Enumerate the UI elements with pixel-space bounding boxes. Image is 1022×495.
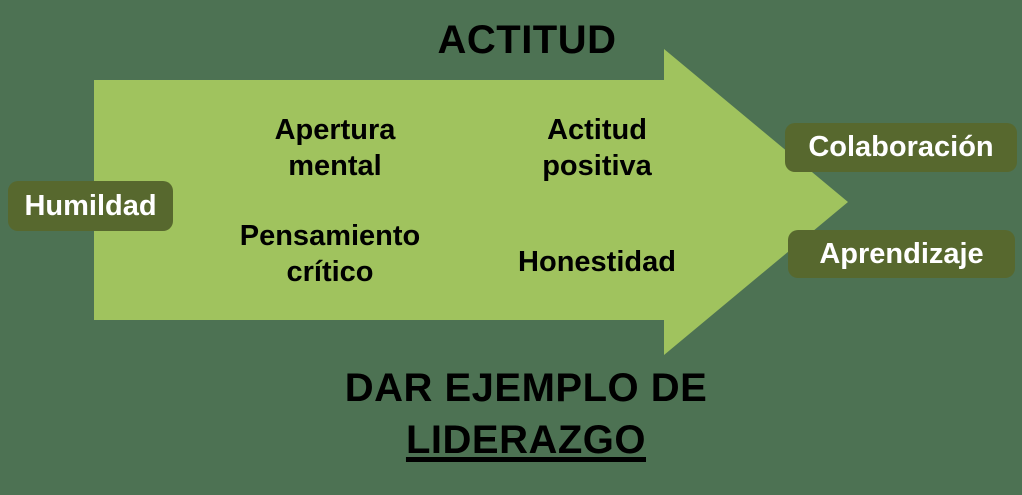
arrow-label-honestidad: Honestidad xyxy=(518,246,676,278)
footer-caption: DAR EJEMPLO DE LIDERAZGO xyxy=(271,362,781,466)
arrow-label-pensamiento-critico: Pensamiento crítico xyxy=(239,220,421,288)
badge-aprendizaje-label: Aprendizaje xyxy=(819,237,984,270)
badge-aprendizaje: Aprendizaje xyxy=(788,230,1015,278)
right-arrow-shape xyxy=(94,49,848,355)
footer-line1: DAR EJEMPLO DE xyxy=(344,366,708,410)
badge-humildad: Humildad xyxy=(8,181,173,231)
badge-humildad-label: Humildad xyxy=(24,189,157,222)
badge-colaboracion: Colaboración xyxy=(785,123,1017,172)
arrow-label-actitud-positiva: Actitud positiva xyxy=(542,114,652,182)
arrow-label-apertura-mental: Apertura mental xyxy=(274,114,396,182)
diagram-title: ACTITUD xyxy=(437,18,617,62)
footer-line2-underlined: LIDERAZGO xyxy=(405,418,647,462)
badge-colaboracion-label: Colaboración xyxy=(808,131,994,163)
